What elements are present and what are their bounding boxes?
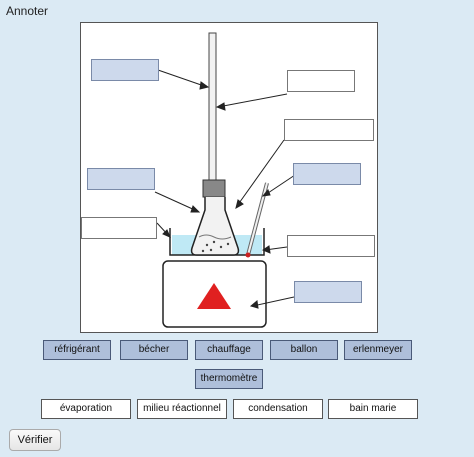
label-chip-ballon[interactable]: ballon: [270, 340, 338, 360]
drop-zone-right-5[interactable]: [294, 281, 362, 303]
label-chip-chauffage[interactable]: chauffage: [195, 340, 263, 360]
label-chip-thermometre[interactable]: thermomètre: [195, 369, 263, 389]
diagram-canvas: [80, 22, 378, 333]
drop-zone-right-1[interactable]: [287, 70, 355, 92]
label-chip-erlenmeyer[interactable]: erlenmeyer: [344, 340, 412, 360]
experiment-diagram: [154, 32, 296, 328]
verify-button[interactable]: Vérifier: [9, 429, 61, 451]
drop-zone-right-4[interactable]: [287, 235, 375, 257]
drop-zone-left-2[interactable]: [87, 168, 155, 190]
label-chip-condensation[interactable]: condensation: [233, 399, 323, 419]
up-triangle-heating-icon: [197, 283, 231, 309]
page-title: Annoter: [6, 4, 49, 18]
label-chip-bain-marie[interactable]: bain marie: [328, 399, 418, 419]
label-chip-refrigerant[interactable]: réfrigérant: [43, 340, 111, 360]
label-chip-becher[interactable]: bécher: [120, 340, 188, 360]
drop-zone-right-2[interactable]: [284, 119, 374, 141]
erlenmeyer-flask: [190, 197, 240, 256]
drop-zone-right-3[interactable]: [293, 163, 361, 185]
drop-zone-left-3[interactable]: [81, 217, 157, 239]
drop-zone-left-1[interactable]: [91, 59, 159, 81]
label-chip-evaporation[interactable]: évaporation: [41, 399, 131, 419]
refrigerant-tube: [208, 32, 217, 184]
label-chip-milieu-reactionnel[interactable]: milieu réactionnel: [137, 399, 227, 419]
stopper: [202, 179, 226, 198]
